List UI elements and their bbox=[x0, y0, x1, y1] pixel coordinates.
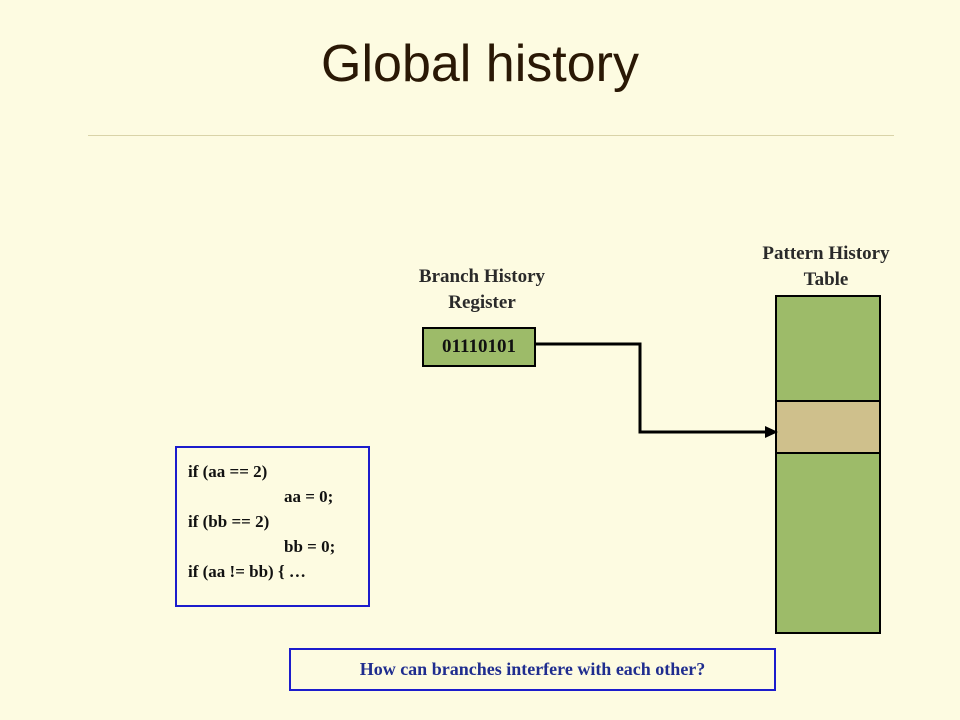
pht-label-line-2: Table bbox=[803, 269, 849, 290]
bhr-label-line-2: Register bbox=[448, 292, 516, 313]
code-line: bb = 0; bbox=[284, 537, 336, 556]
title-divider bbox=[88, 135, 894, 136]
code-line: if (bb == 2) bbox=[188, 512, 270, 531]
pattern-history-table-label: Pattern History Table bbox=[738, 241, 914, 293]
code-snippet-box: if (aa == 2) aa = 0; if (bb == 2) bb = 0… bbox=[175, 446, 370, 607]
bhr-label-line-1: Branch History bbox=[418, 266, 546, 287]
branch-history-register-label: Branch History Register bbox=[392, 264, 572, 316]
pht-label-line-1: Pattern History bbox=[762, 243, 890, 264]
slide-title: Global history bbox=[321, 35, 639, 93]
code-line: if (aa != bb) { … bbox=[188, 562, 306, 581]
code-line: if (aa == 2) bbox=[188, 462, 268, 481]
pattern-history-table bbox=[775, 295, 881, 634]
index-arrow-line bbox=[536, 342, 767, 434]
question-callout: How can branches interfere with each oth… bbox=[289, 648, 776, 691]
code-line: aa = 0; bbox=[284, 487, 334, 506]
pattern-history-table-selected-entry bbox=[777, 400, 879, 454]
branch-history-register-box: 01110101 bbox=[422, 327, 536, 367]
